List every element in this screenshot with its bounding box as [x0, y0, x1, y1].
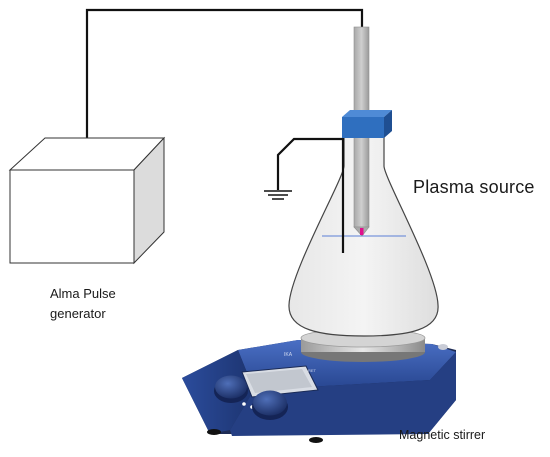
svg-text:RET: RET — [308, 368, 317, 373]
pulse-generator-box — [8, 136, 166, 265]
ground-wire — [276, 137, 345, 253]
ground-symbol — [264, 190, 292, 200]
plasma-source-label: Plasma source — [413, 177, 535, 197]
pulse-generator-label: Alma Pulse generator — [50, 284, 116, 324]
plasma-discharge — [360, 228, 364, 235]
electrode-clamp — [342, 110, 392, 138]
high-voltage-wire — [85, 8, 364, 146]
erlenmeyer-flask — [288, 135, 439, 337]
pulse-generator-label-line2: generator — [50, 306, 106, 321]
magnetic-stirrer-label: Magnetic stirrer — [399, 428, 486, 442]
pulse-generator-label-line1: Alma Pulse — [50, 286, 116, 301]
svg-text:IKA: IKA — [284, 352, 293, 358]
magnetic-stirrer: IKA RET — [182, 328, 456, 443]
